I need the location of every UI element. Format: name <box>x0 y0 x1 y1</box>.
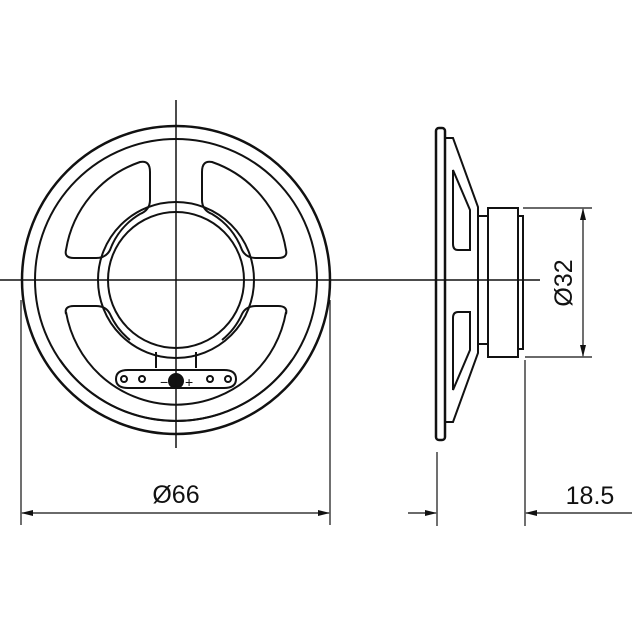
terminal-hole <box>138 375 146 383</box>
basket-window-bottom-right <box>221 305 288 376</box>
basket-window-bottom-left <box>64 305 131 376</box>
positive-terminal-label: + <box>185 374 193 390</box>
basket-slot-top <box>452 169 471 251</box>
terminal-board <box>114 369 238 389</box>
terminal-hole <box>120 375 128 383</box>
diameter-66-dimension: Ø66 <box>20 300 331 525</box>
basket-window-left <box>64 160 151 259</box>
terminal-hole <box>206 375 214 383</box>
basket-slot-bottom <box>452 311 471 391</box>
front-view: − + <box>0 100 540 448</box>
depth-label: 18.5 <box>566 482 615 510</box>
magnet-body <box>487 207 519 358</box>
diameter-32-dimension: Ø32 <box>523 207 592 358</box>
front-flange <box>434 126 447 442</box>
back-plate <box>517 215 524 350</box>
side-view <box>434 126 524 442</box>
depth-dimension: 18.5 <box>408 360 632 526</box>
diameter-32-label: Ø32 <box>550 259 578 306</box>
diameter-66-label: Ø66 <box>152 481 199 509</box>
negative-terminal-label: − <box>160 374 168 390</box>
terminal-hole <box>224 375 232 383</box>
terminal-neck <box>155 352 197 368</box>
basket-window-right <box>201 160 288 259</box>
